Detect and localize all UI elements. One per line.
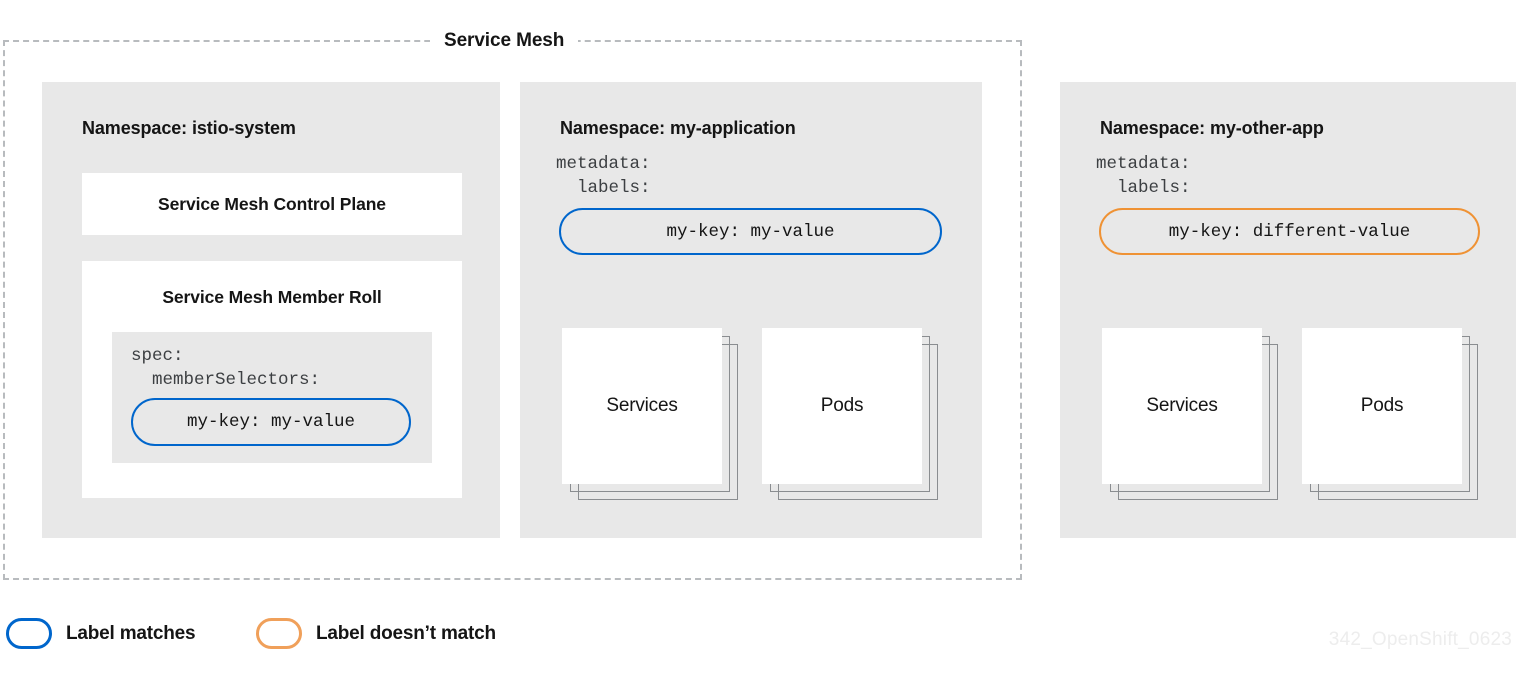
legend-label: Label doesn’t match — [316, 622, 496, 644]
namespace-panel-my-other-app: Namespace: my-other-app metadata: labels… — [1060, 82, 1516, 538]
namespace-heading-istio-system: Namespace: istio-system — [82, 118, 296, 139]
namespace-heading-name: my-application — [669, 118, 796, 138]
resource-stack-services: Services — [562, 328, 758, 500]
member-roll-spec-box: spec: memberSelectors: my-key: my-value — [112, 332, 432, 463]
stack-label: Pods — [820, 395, 864, 416]
namespace-heading-my-other-app: Namespace: my-other-app — [1100, 118, 1324, 139]
stack-label: Services — [606, 395, 678, 416]
namespace-heading-prefix: Namespace: — [1100, 118, 1210, 138]
legend-item-label-does-not-match: Label doesn’t match — [256, 618, 496, 649]
metadata-yaml-line-2: labels: — [1096, 178, 1191, 198]
namespace-heading-name: istio-system — [191, 118, 296, 138]
resource-stack-services: Services — [1102, 328, 1298, 500]
legend: Label matches Label doesn’t match — [0, 618, 1520, 672]
watermark: 342_OpenShift_0623 — [1328, 629, 1512, 650]
spec-yaml-line-1: spec: — [131, 346, 184, 366]
namespace-heading-name: my-other-app — [1209, 118, 1324, 138]
legend-item-label-matches: Label matches — [6, 618, 196, 649]
legend-label: Label matches — [66, 622, 196, 644]
metadata-yaml-line-2: labels: — [556, 178, 651, 198]
namespace-panel-my-application: Namespace: my-application metadata: labe… — [520, 82, 982, 538]
metadata-yaml-line-1: metadata: — [556, 154, 651, 174]
legend-swatch-match-icon — [6, 618, 52, 649]
stack-sheet-front: Pods — [1302, 328, 1462, 484]
legend-swatch-no-match-icon — [256, 618, 302, 649]
service-mesh-title: Service Mesh — [430, 28, 579, 54]
stack-label: Pods — [1360, 395, 1404, 416]
stack-label: Services — [1146, 395, 1218, 416]
stack-sheet-front: Services — [1102, 328, 1262, 484]
namespace-panel-istio-system: Namespace: istio-system Service Mesh Con… — [42, 82, 500, 538]
namespace-label-pill-match: my-key: my-value — [559, 208, 942, 255]
namespace-label-pill-no-match: my-key: different-value — [1099, 208, 1480, 255]
namespace-heading-my-application: Namespace: my-application — [560, 118, 796, 139]
card-title: Service Mesh Member Roll — [162, 287, 382, 307]
resource-stack-pods: Pods — [1302, 328, 1498, 500]
namespace-heading-prefix: Namespace: — [82, 118, 192, 138]
label-selector-pill-match: my-key: my-value — [131, 398, 411, 446]
stack-sheet-front: Pods — [762, 328, 922, 484]
resource-stack-pods: Pods — [762, 328, 958, 500]
stack-sheet-front: Services — [562, 328, 722, 484]
metadata-yaml-line-1: metadata: — [1096, 154, 1191, 174]
card-service-mesh-member-roll: Service Mesh Member Roll spec: memberSel… — [82, 261, 462, 498]
namespace-heading-prefix: Namespace: — [560, 118, 670, 138]
card-title: Service Mesh Control Plane — [158, 193, 386, 214]
spec-yaml-line-2: memberSelectors: — [131, 370, 321, 390]
card-service-mesh-control-plane: Service Mesh Control Plane — [82, 173, 462, 235]
